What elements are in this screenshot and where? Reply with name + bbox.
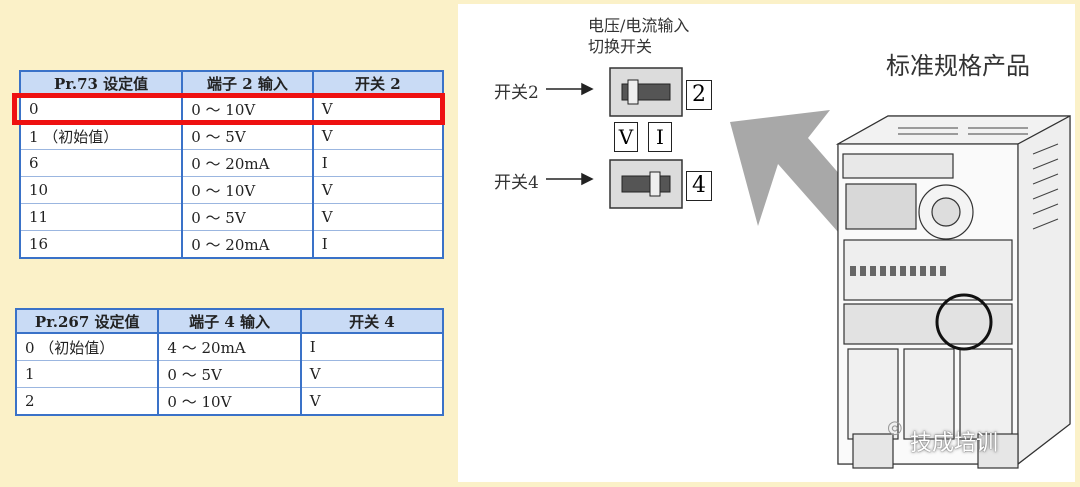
- table-cell: 0 ～ 10V: [181, 95, 314, 123]
- table-header: 开关 4: [299, 308, 445, 334]
- vent-slots: [898, 127, 1059, 230]
- table-cell: V: [311, 203, 445, 231]
- switch2-arrow: [546, 82, 594, 96]
- table-cell: V: [311, 176, 445, 204]
- table-header-row: Pr.267 设定值 端子 4 输入 开关 4: [14, 308, 445, 334]
- table-cell: V: [299, 387, 445, 416]
- switch2-label: 开关2: [494, 83, 539, 103]
- highlight-box: [12, 93, 445, 125]
- table-cell: V: [299, 360, 445, 388]
- switch-location-circle: [935, 293, 993, 351]
- inverter-body: [835, 114, 1071, 469]
- table-cell: 10: [18, 176, 184, 204]
- inverter-diagram: [546, 67, 1071, 469]
- diagram-panel: 电压/电流输入 切换开关 标准规格产品 开关2 开关4 2 4 V I: [458, 4, 1075, 482]
- table-cell: 4 ～ 20mA: [157, 333, 302, 361]
- table-cell: 0 ～ 20mA: [181, 149, 314, 177]
- table-cell: 2: [14, 387, 160, 416]
- table-cell: V: [311, 122, 445, 150]
- table-cell: 0: [18, 95, 184, 123]
- terminal-block: [850, 266, 946, 276]
- table-cell: 0 ～ 5V: [157, 360, 302, 388]
- table-header: 端子 4 输入: [157, 308, 302, 334]
- table-header-row: Pr.73 设定值 端子 2 输入 开关 2: [18, 70, 445, 96]
- table-cell: 6: [18, 149, 184, 177]
- table-cell: I: [311, 149, 445, 177]
- switch4-number: 4: [686, 171, 712, 201]
- table-header: 端子 2 输入: [181, 70, 314, 96]
- watermark-text: 技成培训: [910, 431, 999, 456]
- table-cell: 0 ～ 10V: [157, 387, 302, 416]
- table-cell: 0 ～ 20mA: [181, 230, 314, 259]
- switch-title-line1: 电压/电流输入: [588, 16, 690, 35]
- switch-title-line2: 切换开关: [588, 37, 653, 56]
- table-cell: I: [311, 230, 445, 259]
- switch4-arrow: [546, 172, 594, 186]
- table-header: Pr.73 设定值: [18, 70, 184, 96]
- switch2-number: 2: [686, 80, 712, 110]
- table-cell: 1: [14, 360, 160, 388]
- table-cell: I: [299, 333, 445, 361]
- switch4-label: 开关4: [494, 173, 539, 193]
- table-cell: 1 （初始值）: [18, 122, 184, 150]
- table-cell: 16: [18, 230, 184, 259]
- product-label: 标准规格产品: [886, 52, 1030, 80]
- table-header: 开关 2: [311, 70, 445, 96]
- table-cell: V: [311, 95, 445, 123]
- table-cell: 0 ～ 10V: [181, 176, 314, 204]
- wechat-icon: ◎: [887, 417, 903, 438]
- v-label: V: [614, 122, 638, 152]
- switch4-graphic: [609, 159, 683, 209]
- table-cell: 0 ～ 5V: [181, 122, 314, 150]
- table-cell: 11: [18, 203, 184, 231]
- switch2-graphic: [609, 67, 683, 117]
- table-header: Pr.267 设定值: [14, 308, 160, 334]
- table-cell: 0 ～ 5V: [181, 203, 314, 231]
- i-label: I: [648, 122, 672, 152]
- table-cell: 0 （初始值）: [14, 333, 160, 361]
